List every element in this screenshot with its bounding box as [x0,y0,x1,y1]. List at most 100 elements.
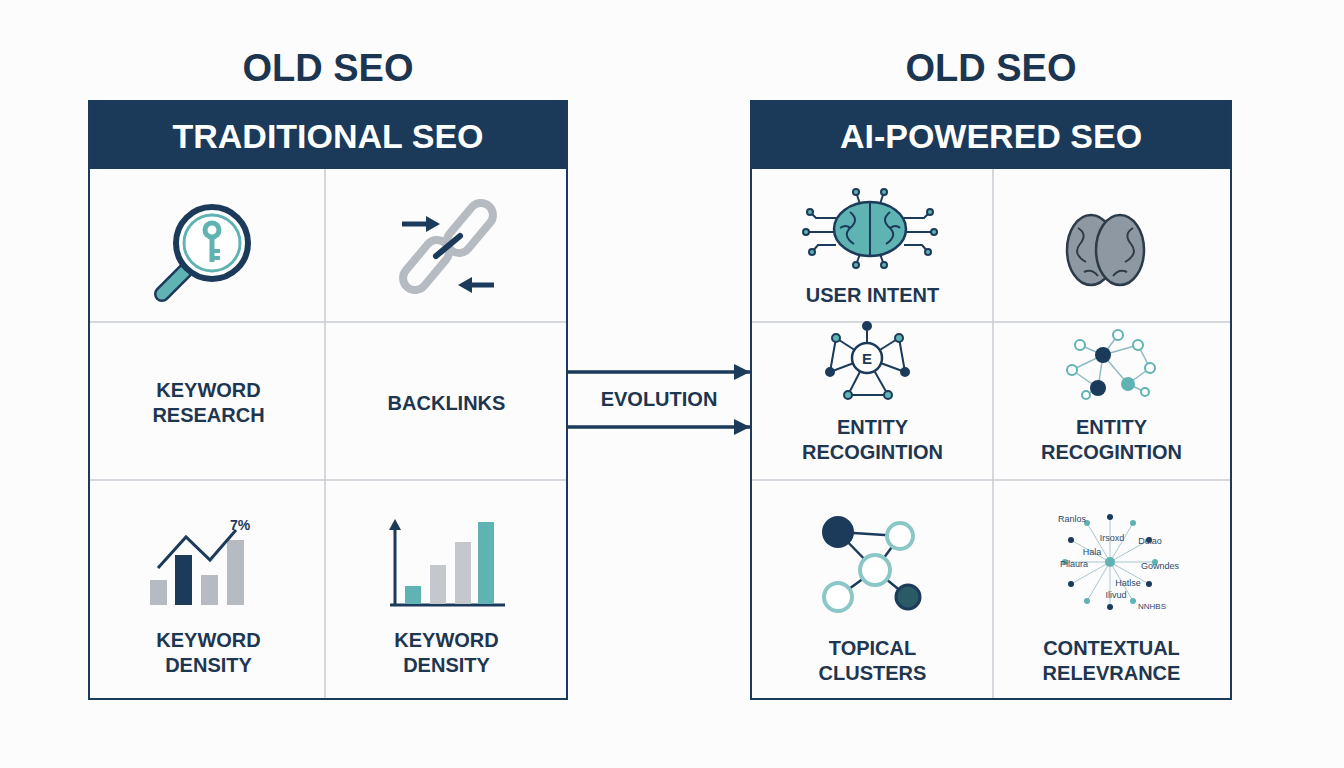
topic-cluster-icon-part [896,585,920,609]
evolution-arrow [568,425,750,429]
chain-link-icon-part [458,277,472,293]
feature-label: KEYWORD DENSITY [364,628,529,678]
entity-letter: E [862,350,872,367]
circuit-brain-icon-part [927,209,933,215]
circuit-brain-icon-part [931,229,937,235]
circuit-brain-icon-part [890,226,900,228]
dot-network-icon [1067,330,1155,399]
feature-label: USER INTENT [806,283,939,308]
dot-network-icon-part [1113,330,1123,340]
chain-link-icon-part [426,216,440,232]
circuit-brain-icon-part [803,229,809,235]
cloud-word: Hatlse [1115,578,1141,588]
circuit-brain-icon-part [806,231,834,233]
gray-brain-icon-part [1077,228,1086,262]
magnifier-key-icon-part [205,223,219,237]
circuit-brain-icon-part [840,226,850,228]
word-network-icon-part [1105,557,1115,567]
entity-network-icon-part [852,343,882,373]
feature-cell: BACKLINKS [327,324,566,482]
entity-network-icon-part [899,338,905,372]
grid-lines-part [992,167,994,700]
cloud-word: Pilaura [1060,559,1088,569]
circuit-brain-icon-part [810,212,836,218]
entity-network-icon-part [848,394,888,396]
topic-cluster-icon-part [860,555,890,585]
grid-lines-part [88,479,568,481]
feature-label: KEYWORD DENSITY [126,628,291,678]
feature-label: TOPICAL CLUSTERS [790,636,955,686]
dot-network-icon-part [1095,347,1111,363]
word-network-icon-part [1130,598,1136,604]
circuit-brain-icon-part [869,203,871,255]
circuit-brain-icon-part [904,212,930,218]
circuit-brain-icon-part [834,202,906,256]
line-bar-chart-icon-part [158,530,236,568]
header-text: TRADITIONAL SEO [172,116,483,156]
magnifier-key-icon-part [162,270,186,294]
dot-network-icon-part [1141,388,1149,396]
dot-network-icon-part [1133,340,1143,350]
feature-cell: KEYWORD DENSITY [327,482,566,700]
feature-cell: ENTITY RECOGINTION [752,324,993,482]
topic-cluster-icon [822,516,920,611]
chain-link-icon-part [442,198,498,258]
magnifier-key-icon-part [212,256,220,260]
panel-heading: OLD SEO [90,46,566,90]
percent-label: 7% [230,517,250,533]
feature-label: KEYWORD RESEARCH [126,378,291,428]
circuit-brain-icon-part [853,262,859,268]
circuit-brain-icon [803,189,937,268]
circuit-brain-icon-part [881,262,887,268]
cloud-word: Ranlos [1058,514,1086,524]
word-network-icon-part [1071,540,1110,562]
word-network-icon-part [1110,562,1111,607]
dot-network-icon-part [1067,365,1077,375]
circuit-brain-icon-part [847,212,855,244]
feature-label: ENTITY RECOGINTION [1029,415,1194,465]
grid-lines-part [88,321,568,323]
grid-lines-part [750,321,1232,323]
feature-label: ENTITY RECOGINTION [790,415,955,465]
bar-chart-icon-part [478,522,494,604]
magnifier-key-icon [162,207,248,294]
grid-lines-part [324,167,326,700]
entity-network-icon [826,322,909,399]
entity-network-icon-part [830,338,836,372]
cloud-word: NNHBS [1138,602,1166,611]
circuit-brain-icon-part [853,189,859,195]
feature-cell: USER INTENT [752,169,993,324]
bar-chart-icon [389,519,505,605]
circuit-brain-icon-part [807,209,813,215]
bar-chart-icon-part [394,528,397,605]
feature-cell: ENTITY RECOGINTION [993,324,1230,482]
topic-cluster-icon-part [887,523,913,549]
word-network-icon-part [1068,537,1074,543]
gray-brain-icon [1067,215,1144,285]
cloud-word: Irsoxd [1100,533,1125,543]
word-network-icon-part [1107,514,1113,520]
magnifier-key-icon-part [212,249,220,253]
dot-network-icon-part [1075,340,1085,350]
feature-cell: KEYWORD DENSITY [90,482,327,700]
dot-network-icon-part [1090,380,1106,396]
entity-network-icon-part [844,391,852,399]
dot-network-icon-part [1145,363,1155,373]
gray-brain-icon-part [1084,271,1098,276]
word-network-icon-part [1084,598,1090,604]
circuit-brain-icon-part [809,249,815,255]
bar-chart-icon-part [430,565,446,604]
cloud-word: Hala [1083,547,1102,557]
entity-network-icon-part [863,322,871,330]
evolution-arrow [568,370,750,374]
header-text: AI-POWERED SEO [840,116,1142,156]
cloud-word: Duiao [1138,536,1162,546]
entity-network-icon-part [884,391,892,399]
entity-network-icon-part [832,334,840,342]
cloud-word: Gowndes [1141,561,1179,571]
grid-lines [88,167,1232,700]
dot-network-icon-part [1082,391,1090,399]
line-bar-chart-icon [150,530,244,605]
bar-chart-icon-part [389,519,401,530]
